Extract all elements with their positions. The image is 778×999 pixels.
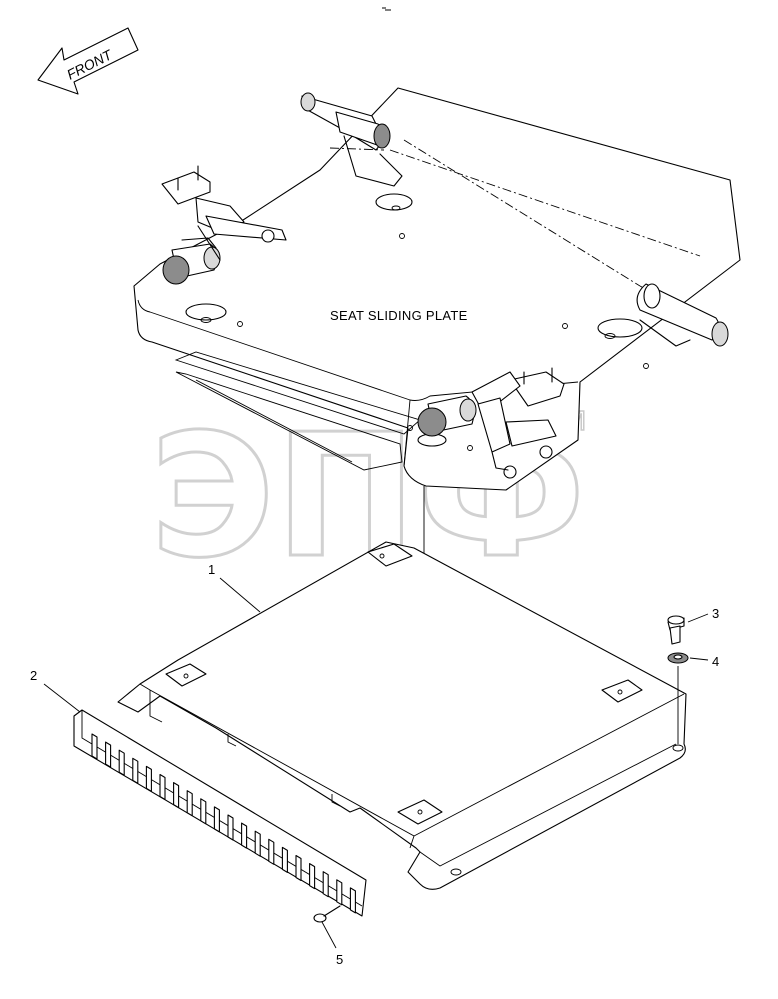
front-arrow-icon: FRONT	[37, 27, 139, 95]
front-left-lever	[161, 165, 287, 285]
callout-4: 4	[712, 654, 719, 669]
callout-3: 3	[712, 606, 719, 621]
grille-slot	[213, 806, 220, 833]
grille-slot	[281, 846, 288, 873]
rear-right-roller	[636, 283, 729, 347]
callout-5: 5	[336, 952, 343, 967]
front-right-lever	[417, 367, 565, 479]
assembly-label: SEAT SLIDING PLATE	[330, 308, 468, 323]
seat-sliding-plate: SEAT SLIDING PLATE	[133, 87, 741, 491]
grille-slot	[254, 830, 261, 857]
grille-slot	[173, 782, 180, 809]
grille-slot	[322, 871, 329, 898]
grille-slot	[159, 773, 166, 801]
part-3-bolt	[667, 615, 685, 645]
part-1-cover-plate	[117, 541, 687, 890]
top-mark	[382, 7, 391, 11]
grille-slot	[349, 887, 356, 914]
part-2-slotted-grille	[73, 709, 367, 917]
callout-2: 2	[30, 668, 37, 683]
grille-slot	[268, 838, 275, 865]
callout-leaders	[43, 577, 709, 949]
rear-left-roller	[300, 92, 403, 187]
grille-slot	[227, 814, 234, 841]
grille-slot	[145, 765, 152, 792]
grille-slot	[118, 749, 125, 776]
grille-slot	[241, 822, 248, 849]
part-5-screw	[313, 905, 341, 923]
grille-slot	[295, 854, 302, 882]
grille-slot	[132, 757, 139, 784]
grille-slot	[186, 790, 193, 817]
grille-slot	[336, 879, 343, 906]
grille-slot	[200, 798, 207, 825]
grille-slots	[91, 733, 356, 914]
callout-1: 1	[208, 562, 215, 577]
part-4-washer	[667, 652, 689, 664]
grille-slot	[91, 733, 98, 760]
grille-slot	[105, 741, 112, 768]
grille-slot	[309, 863, 316, 890]
plate-holes	[185, 193, 649, 451]
